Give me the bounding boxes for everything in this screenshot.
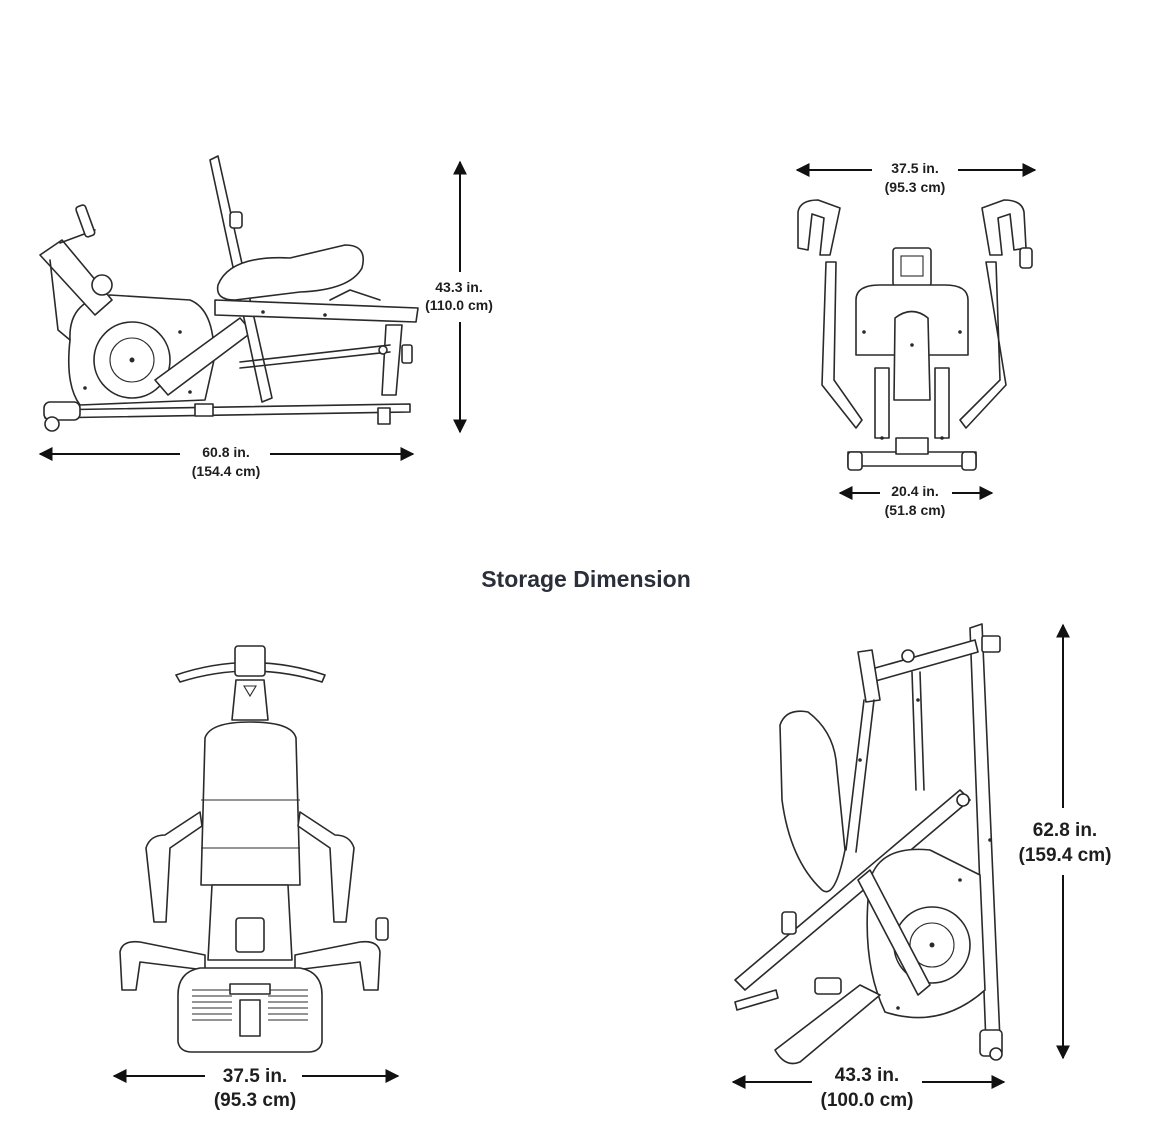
- side-storage-width-dimension: 43.3 in. (100.0 cm): [731, 1065, 1006, 1111]
- side-storage-width-in: 43.3 in.: [835, 1065, 899, 1086]
- side-view-storage: [734, 623, 1003, 1065]
- front-view-storage: [119, 645, 389, 1053]
- side-use-height-cm: (110.0 cm): [425, 297, 493, 313]
- side-storage-height-dimension: 62.8 in. (159.4 cm): [1019, 623, 1112, 1060]
- side-storage-height-in: 62.8 in.: [1033, 820, 1097, 841]
- side-view-in-use: [39, 155, 419, 432]
- side-storage-width-cm: (100.0 cm): [821, 1090, 914, 1111]
- side-use-width-dimension: 60.8 in. (154.4 cm): [38, 444, 415, 479]
- front-use-top-in: 37.5 in.: [891, 160, 938, 176]
- front-use-base-dimension: 20.4 in. (51.8 cm): [838, 483, 994, 518]
- side-use-width-cm: (154.4 cm): [192, 463, 260, 479]
- front-storage-width-in: 37.5 in.: [223, 1066, 287, 1087]
- front-storage-width-cm: (95.3 cm): [214, 1090, 296, 1111]
- front-use-base-cm: (51.8 cm): [885, 502, 946, 518]
- side-storage-height-cm: (159.4 cm): [1019, 845, 1112, 866]
- side-use-height-in: 43.3 in.: [435, 279, 482, 295]
- front-use-top-cm: (95.3 cm): [885, 179, 946, 195]
- side-use-width-in: 60.8 in.: [202, 444, 249, 460]
- front-use-base-in: 20.4 in.: [891, 483, 938, 499]
- front-use-top-dimension: 37.5 in. (95.3 cm): [795, 160, 1037, 195]
- front-view-in-use: [797, 199, 1033, 471]
- section-heading: Storage Dimension: [481, 566, 691, 592]
- side-use-height-dimension: 43.3 in. (110.0 cm): [425, 160, 493, 434]
- front-storage-width-dimension: 37.5 in. (95.3 cm): [112, 1066, 400, 1111]
